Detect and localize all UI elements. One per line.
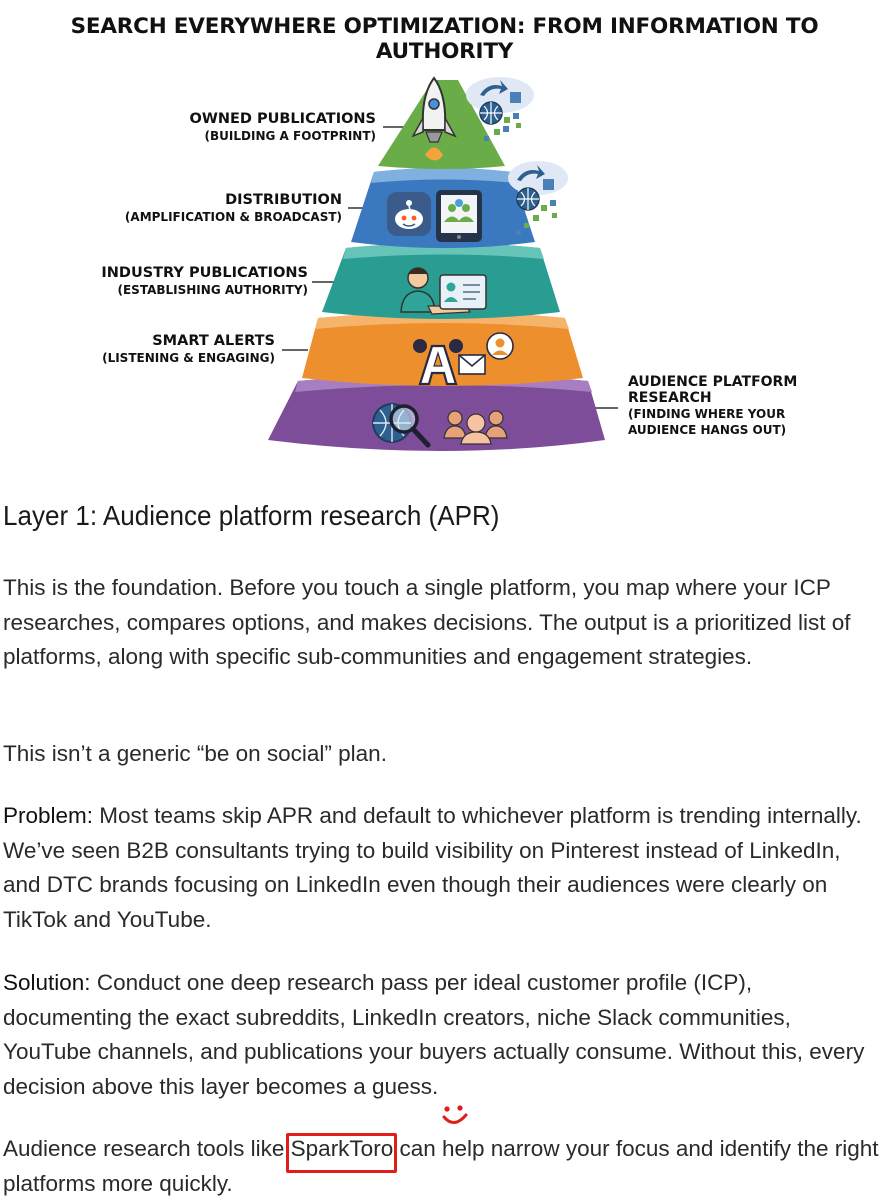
section-heading: Layer 1: Audience platform research (APR… (3, 500, 500, 531)
paragraph-tools: Audience research tools like SparkToro c… (3, 1132, 883, 1201)
solution-text: Conduct one deep research pass per ideal… (3, 970, 865, 1099)
label-smart-alerts: SMART ALERTS (LISTENING & ENGAGING) (102, 333, 275, 365)
mail-icon (458, 354, 486, 375)
avatar-icon (486, 332, 514, 360)
pyramid-infographic: SEARCH EVERYWHERE OPTIMIZATION: FROM INF… (0, 0, 889, 470)
pyramid-graphic (268, 76, 618, 451)
label-industry-publications: INDUSTRY PUBLICATIONS (ESTABLISHING AUTH… (101, 265, 308, 297)
presenter-icon (400, 267, 472, 315)
problem-lead: Problem: (3, 803, 94, 828)
audience-icon (443, 410, 508, 445)
paragraph-foundation: This is the foundation. Before you touch… (3, 575, 851, 669)
solution-lead: Solution: (3, 970, 91, 995)
magnifier-globe-icon (372, 403, 431, 448)
paragraph-problem: Problem: Most teams skip APR and default… (3, 799, 883, 937)
label-distribution: DISTRIBUTION (AMPLIFICATION & BROADCAST) (124, 192, 342, 224)
article-body: Layer 1: Audience platform research (APR… (3, 500, 883, 1196)
sparktoro-link[interactable]: SparkToro (285, 1132, 397, 1172)
paragraph-not-generic: This isn’t a generic “be on social” plan… (3, 741, 387, 766)
reddit-icon (387, 192, 431, 236)
alert-a-icon (413, 339, 463, 386)
rocket-icon (411, 76, 457, 161)
tools-text-after: can help narrow your focus and identify … (3, 1136, 879, 1196)
problem-text: Most teams skip APR and default to which… (3, 803, 862, 932)
paragraph-solution: Solution: Conduct one deep research pass… (3, 966, 883, 1104)
smiley-doodle-icon (442, 1105, 468, 1124)
tablet-community-icon (436, 190, 482, 242)
globe-share-icon (508, 161, 568, 235)
label-audience-platform-research: AUDIENCE PLATFORM RESEARCH (FINDING WHER… (628, 374, 798, 437)
globe-share-icon (466, 77, 534, 141)
id-card-icon (439, 274, 487, 310)
figure-title: SEARCH EVERYWHERE OPTIMIZATION: FROM INF… (70, 14, 819, 64)
tools-text-before: Audience research tools like (3, 1136, 291, 1161)
label-owned-publications: OWNED PUBLICATIONS (BUILDING A FOOTPRINT… (189, 111, 376, 143)
